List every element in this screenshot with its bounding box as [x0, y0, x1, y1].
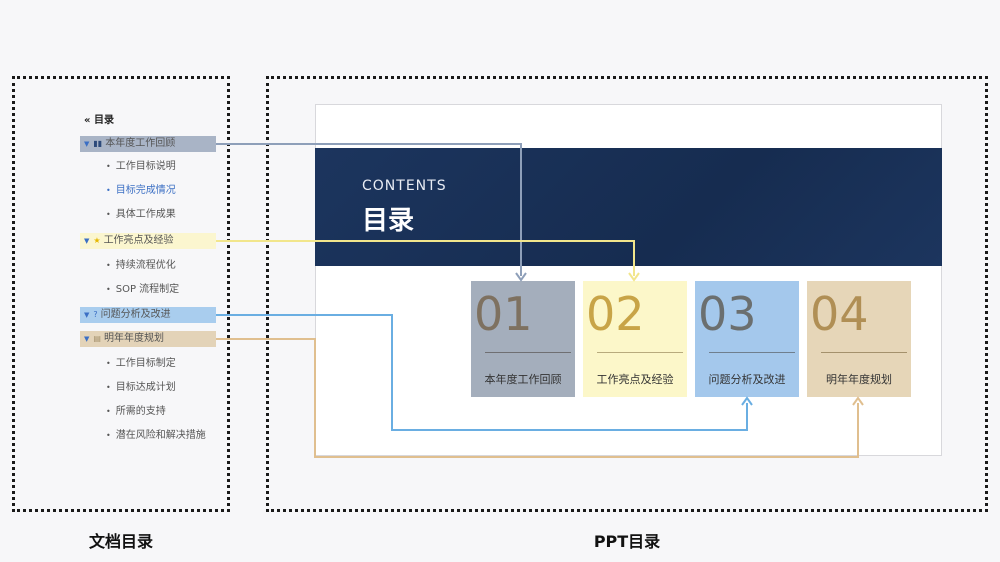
section-label: 工作亮点及经验: [596, 373, 674, 386]
expand-toggle-icon[interactable]: ▼: [84, 237, 90, 245]
toc-subsection-item[interactable]: • 工作目标说明: [106, 160, 176, 174]
slide-section-card: 01 本年度工作回顾: [471, 281, 575, 397]
bullet-icon: •: [106, 210, 111, 219]
toc-item-label: 问题分析及改进: [100, 309, 171, 320]
caption-ppt-toc: PPT目录: [593, 532, 661, 551]
expand-toggle-icon[interactable]: ▼: [84, 335, 90, 343]
calendar-icon: ▤: [93, 334, 101, 343]
expand-toggle-icon[interactable]: ▼: [84, 311, 90, 319]
toc-item-label: 工作目标制定: [115, 358, 176, 369]
section-divider: [597, 352, 683, 353]
toc-section-item[interactable]: ▼▮▮本年度工作回顾: [80, 136, 216, 152]
toc-item-label: 潜在风险和解决措施: [115, 430, 206, 441]
bar-chart-icon: ▮▮: [93, 139, 103, 148]
toc-section-item[interactable]: ▼★工作亮点及经验: [80, 233, 216, 249]
toc-item-label: 明年年度规划: [103, 333, 164, 344]
section-number: 04: [810, 287, 869, 341]
slide-section-card: 03 问题分析及改进: [695, 281, 799, 397]
toc-item-label: 持续流程优化: [115, 260, 176, 271]
toc-subsection-item[interactable]: • 潜在风险和解决措施: [106, 429, 206, 443]
slide-title: 目录: [362, 206, 415, 236]
bullet-icon: •: [106, 285, 111, 294]
toc-subsection-item[interactable]: • 工作目标制定: [106, 357, 176, 371]
bullet-icon: •: [106, 359, 111, 368]
toc-subsection-item[interactable]: • 目标完成情况: [106, 184, 176, 198]
bullet-icon: •: [106, 407, 111, 416]
document-toc-frame: [12, 76, 230, 512]
connector-line: [216, 240, 635, 276]
ppt-toc-frame: [266, 76, 988, 512]
bullet-icon: •: [106, 431, 111, 440]
toc-item-label: 具体工作成果: [115, 209, 176, 220]
section-label: 本年度工作回顾: [484, 373, 562, 386]
connector-arrowhead: [852, 396, 864, 406]
bullet-icon: •: [106, 186, 111, 195]
toc-item-label: 工作目标说明: [115, 161, 176, 172]
toc-subsection-item[interactable]: • 持续流程优化: [106, 259, 176, 273]
bullet-icon: •: [106, 162, 111, 171]
toc-item-label: 所需的支持: [115, 406, 166, 417]
toc-header-label: 目录: [93, 115, 114, 126]
connector-line: [216, 338, 859, 458]
section-divider: [485, 352, 571, 353]
connector-arrowhead: [515, 272, 527, 282]
toc-item-label: 目标达成计划: [115, 382, 176, 393]
toc-header[interactable]: « 目录: [84, 111, 114, 126]
section-divider: [821, 352, 907, 353]
section-divider: [709, 352, 795, 353]
connector-line: [216, 314, 748, 431]
caption-document-toc: 文档目录: [88, 532, 153, 551]
section-number: 03: [698, 287, 757, 341]
toc-subsection-item[interactable]: • SOP 流程制定: [106, 283, 179, 297]
connector-line: [216, 143, 522, 276]
slide-banner: [315, 148, 942, 266]
bullet-icon: •: [106, 383, 111, 392]
section-label: 问题分析及改进: [708, 373, 786, 386]
slide-section-card: 04 明年年度规划: [807, 281, 911, 397]
bullet-icon: •: [106, 261, 111, 270]
toc-subsection-item[interactable]: • 目标达成计划: [106, 381, 176, 395]
toc-subsection-item[interactable]: • 所需的支持: [106, 405, 166, 419]
section-number: 01: [474, 287, 533, 341]
toc-subsection-item[interactable]: • 具体工作成果: [106, 208, 176, 222]
section-number: 02: [586, 287, 645, 341]
toc-item-label: SOP 流程制定: [115, 284, 180, 295]
toc-item-label: 目标完成情况: [115, 185, 176, 196]
toc-item-label: 工作亮点及经验: [103, 235, 174, 246]
slide-subtitle: CONTENTS: [362, 178, 447, 194]
section-label: 明年年度规划: [826, 373, 892, 386]
collapse-icon[interactable]: «: [84, 115, 91, 126]
toc-section-item[interactable]: ▼▤明年年度规划: [80, 331, 216, 347]
connector-arrowhead: [741, 396, 753, 406]
toc-section-item[interactable]: ▼?问题分析及改进: [80, 307, 216, 323]
question-icon: ?: [93, 310, 98, 319]
expand-toggle-icon[interactable]: ▼: [84, 140, 90, 148]
toc-item-label: 本年度工作回顾: [105, 138, 176, 149]
connector-arrowhead: [628, 272, 640, 282]
slide-section-card: 02 工作亮点及经验: [583, 281, 687, 397]
star-icon: ★: [93, 236, 101, 245]
